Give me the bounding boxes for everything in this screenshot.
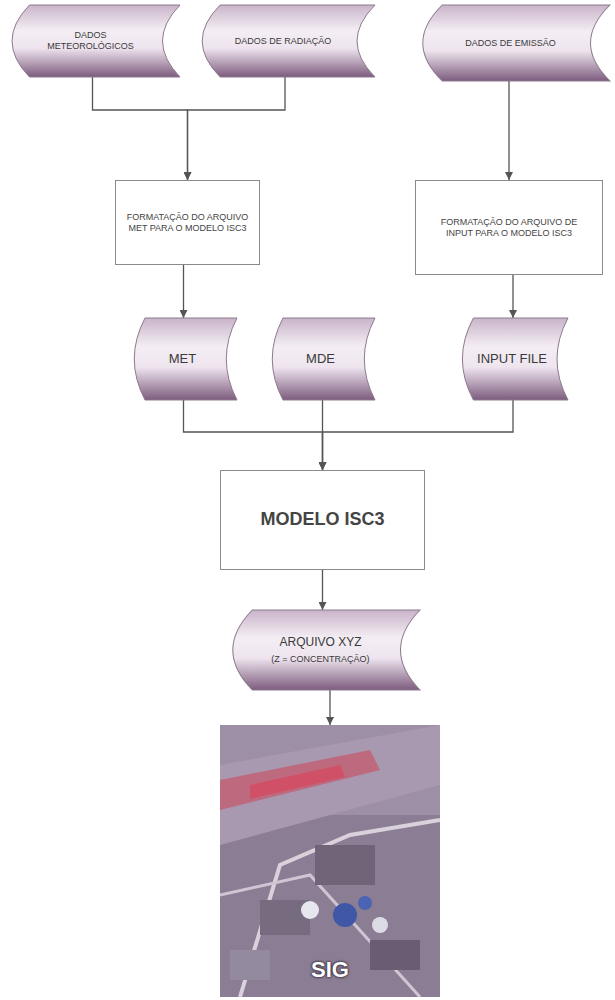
data-storage-node: ARQUIVO XYZ (Z = CONCENTRAÇÃO) [225,610,420,690]
flow-arrow [183,265,184,318]
process-box: FORMATAÇÃO DO ARQUIVO DE INPUT PARA O MO… [415,180,603,275]
data-storage-node: INPUT FILE [458,318,568,400]
data-storage-outline [233,610,420,690]
process-box: MODELO ISC3 [220,470,425,570]
flow-arrow [188,77,286,180]
flow-arrow [322,570,323,610]
flow-arrow [329,690,330,725]
node-label: DADOS DE RADIAÇÃO [235,36,332,47]
aerial-photo [220,725,440,997]
data-storage-shape [225,610,420,690]
node-label: ARQUIVO XYZ [279,635,361,649]
data-storage-outline [462,318,568,400]
flow-arrow [508,81,509,180]
node-label: FORMATAÇÃO DO ARQUIVO MET PARA O MODELO … [126,212,249,234]
data-storage-outline [134,318,237,400]
data-storage-node: MDE [268,318,375,400]
node-label: DADOS METEOROLÓGICOS [31,30,150,52]
data-storage-node: DADOS METEOROLÓGICOS [5,5,180,77]
flow-arrow [184,400,323,470]
data-storage-outline [12,5,180,77]
data-storage-outline [423,5,610,81]
node-label: MODELO ISC3 [260,509,384,531]
node-label: SIG [311,957,349,983]
data-storage-node: DADOS DE EMISSÃO [415,5,610,81]
data-storage-node: MET [130,318,237,400]
process-box: FORMATAÇÃO DO ARQUIVO MET PARA O MODELO … [115,180,260,265]
node-label: INPUT FILE [477,351,547,367]
gis-image-box: SIG [220,725,440,997]
data-storage-outline [202,5,375,77]
node-label: MDE [306,351,335,367]
data-storage-outline [272,318,375,400]
node-sublabel: (Z = CONCENTRAÇÃO) [271,654,369,665]
node-label: DADOS DE EMISSÃO [465,38,556,49]
node-label: FORMATAÇÃO DO ARQUIVO DE INPUT PARA O MO… [426,217,592,239]
node-label: MET [169,351,196,367]
flow-arrow [512,275,513,318]
flow-arrow [93,77,188,180]
flow-arrow [323,400,514,470]
data-storage-node: DADOS DE RADIAÇÃO [195,5,375,77]
